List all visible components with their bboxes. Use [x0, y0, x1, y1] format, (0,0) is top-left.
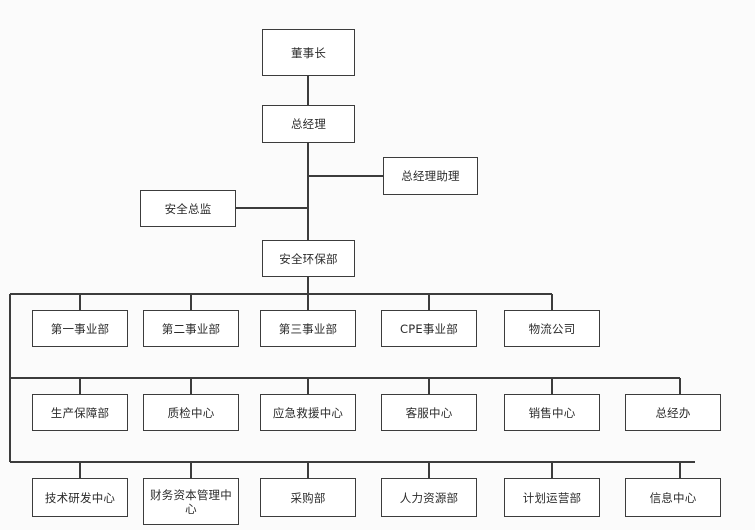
node-label-emergency-rescue: 应急救援中心 — [272, 405, 344, 420]
node-label-human-resources: 人力资源部 — [399, 490, 459, 505]
node-planning-operations[interactable]: 计划运营部 — [504, 478, 600, 517]
node-customer-service[interactable]: 客服中心 — [381, 394, 477, 431]
node-label-procurement: 采购部 — [290, 490, 326, 505]
node-emergency-rescue[interactable]: 应急救援中心 — [260, 394, 356, 431]
node-safety-env-dept[interactable]: 安全环保部 — [262, 240, 355, 277]
node-label-chairman: 董事长 — [290, 45, 327, 60]
node-tech-rd-center[interactable]: 技术研发中心 — [32, 478, 128, 517]
node-division-2[interactable]: 第二事业部 — [143, 310, 239, 347]
node-human-resources[interactable]: 人力资源部 — [381, 478, 477, 517]
node-label-information-center: 信息中心 — [649, 490, 697, 505]
node-label-planning-operations: 计划运营部 — [522, 490, 582, 505]
node-label-division-3: 第三事业部 — [278, 321, 338, 336]
node-label-gm-assistant: 总经理助理 — [401, 169, 460, 183]
node-label-quality-inspection: 质检中心 — [167, 405, 215, 420]
node-label-customer-service: 客服中心 — [405, 405, 453, 420]
node-procurement[interactable]: 采购部 — [260, 478, 356, 517]
node-gm-assistant[interactable]: 总经理助理 — [383, 157, 478, 195]
node-gm-office[interactable]: 总经办 — [625, 394, 721, 431]
node-label-safety-director: 安全总监 — [164, 201, 212, 216]
node-logistics-company[interactable]: 物流公司 — [504, 310, 600, 347]
node-label-tech-rd-center: 技术研发中心 — [44, 490, 116, 505]
node-production-support[interactable]: 生产保障部 — [32, 394, 128, 431]
node-sales-center[interactable]: 销售中心 — [504, 394, 600, 431]
node-chairman[interactable]: 董事长 — [262, 29, 355, 76]
node-label-division-cpe: CPE事业部 — [400, 321, 458, 336]
node-label-general-manager: 总经理 — [290, 117, 327, 131]
node-label-sales-center: 销售中心 — [528, 405, 576, 420]
node-division-3[interactable]: 第三事业部 — [260, 310, 356, 347]
node-general-manager[interactable]: 总经理 — [262, 105, 355, 143]
node-finance-capital-mgmt[interactable]: 财务资本管理中心 — [143, 478, 239, 525]
node-quality-inspection[interactable]: 质检中心 — [143, 394, 239, 431]
node-label-safety-env-dept: 安全环保部 — [279, 251, 338, 266]
node-label-gm-office: 总经办 — [655, 405, 691, 420]
node-division-1[interactable]: 第一事业部 — [32, 310, 128, 347]
node-label-finance-capital-mgmt: 财务资本管理中心 — [150, 487, 232, 516]
node-safety-director[interactable]: 安全总监 — [140, 190, 236, 227]
node-information-center[interactable]: 信息中心 — [625, 478, 721, 517]
node-label-division-1: 第一事业部 — [50, 321, 110, 336]
node-division-cpe[interactable]: CPE事业部 — [381, 310, 477, 347]
node-label-division-2: 第二事业部 — [161, 321, 221, 336]
node-label-production-support: 生产保障部 — [50, 405, 110, 420]
node-label-logistics-company: 物流公司 — [528, 321, 576, 336]
